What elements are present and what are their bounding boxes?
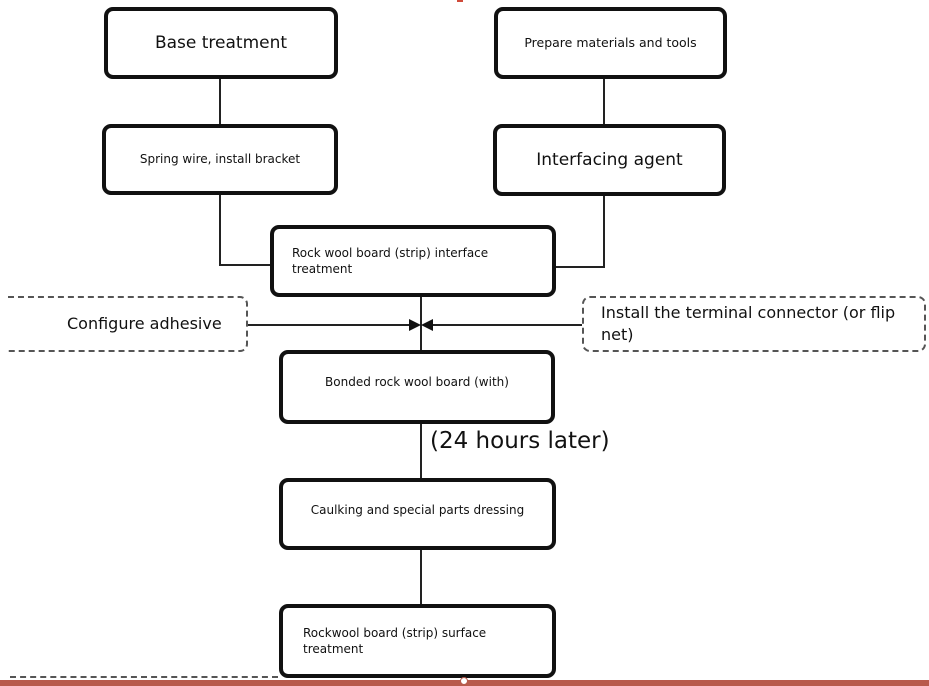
bottom-edge-dot bbox=[460, 677, 468, 685]
step-prepare-materials: Prepare materials and tools bbox=[494, 7, 727, 79]
step-label: Base treatment bbox=[154, 32, 288, 53]
step-label: Prepare materials and tools bbox=[524, 34, 697, 50]
step-label: Spring wire, install bracket bbox=[139, 152, 301, 167]
step-interface-treatment: Rock wool board (strip) interface treatm… bbox=[270, 225, 556, 297]
step-label: Bonded rock wool board (with) bbox=[325, 375, 509, 389]
connector-adhesive-horizontal bbox=[247, 324, 411, 326]
input-install-connector: Install the terminal connector (or flip … bbox=[582, 296, 926, 352]
connector-bonded-to-caulking bbox=[420, 420, 422, 482]
connector-interface-to-bonded bbox=[420, 294, 422, 354]
step-spring-wire: Spring wire, install bracket bbox=[102, 124, 338, 195]
input-label: Configure adhesive bbox=[67, 314, 222, 334]
connector-agent-to-interface bbox=[553, 266, 605, 268]
step-interfacing-agent: Interfacing agent bbox=[493, 124, 726, 196]
step-bonded-board: Bonded rock wool board (with) bbox=[279, 350, 555, 424]
connector-base-to-spring bbox=[219, 76, 221, 126]
connector-caulking-to-surface bbox=[420, 547, 422, 607]
step-label: Rock wool board (strip) interface treatm… bbox=[292, 245, 489, 276]
step-caulking: Caulking and special parts dressing bbox=[279, 478, 556, 550]
top-edge-mark bbox=[457, 0, 463, 2]
connector-spring-down bbox=[219, 192, 221, 266]
step-label: Caulking and special parts dressing bbox=[310, 503, 525, 517]
connector-prepare-to-agent bbox=[603, 76, 605, 126]
connector-agent-down bbox=[603, 194, 605, 268]
connector-connector-horizontal bbox=[432, 324, 583, 326]
connector-spring-to-interface bbox=[219, 264, 275, 266]
wait-note: (24 hours later) bbox=[428, 428, 612, 454]
step-label: Interfacing agent bbox=[536, 149, 683, 170]
step-base-treatment: Base treatment bbox=[104, 7, 338, 79]
input-configure-adhesive: Configure adhesive bbox=[8, 296, 248, 352]
partial-dashed-edge bbox=[10, 676, 278, 678]
step-surface-treatment: Rockwool board (strip) surface treatment bbox=[279, 604, 556, 678]
step-label: Rockwool board (strip) surface treatment bbox=[303, 625, 487, 656]
input-label: Install the terminal connector (or flip … bbox=[601, 303, 896, 344]
